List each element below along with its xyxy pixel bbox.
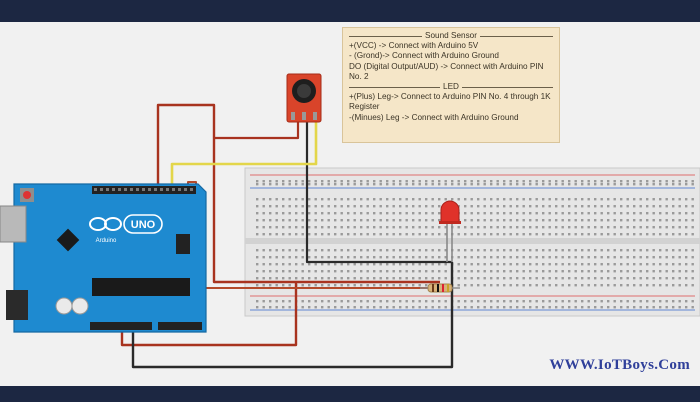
top-band (0, 0, 700, 22)
wire-5v-red (120, 282, 298, 347)
wire-do-yellow (170, 120, 318, 192)
bottom-band (0, 386, 700, 402)
wire-vcc-red (156, 103, 440, 284)
sound-sensor (286, 73, 322, 123)
board-model-label: UNO (131, 219, 156, 231)
watermark: WWW.IoTBoys.Com (549, 357, 690, 373)
led-header: LED (443, 82, 459, 92)
led-line-minus: -(Minues) Leg -> Connect with Arduino Gr… (349, 112, 519, 122)
led-header-row: LED (349, 82, 553, 92)
arduino-board: UNO Arduino (0, 183, 207, 333)
board-brand-label: Arduino (96, 238, 117, 244)
sensor-line-vcc: +(VCC) -> Connect with Arduino 5V (349, 41, 479, 51)
led-line-plus: +(Plus) Leg-> Connect to Arduino PIN No.… (349, 92, 551, 112)
sensor-header: Sound Sensor (425, 31, 477, 40)
wiring-note: Sound Sensor +(VCC) -> Connect with Ardu… (342, 27, 560, 143)
led-icon (439, 200, 461, 262)
arduino-logo-icon (89, 217, 122, 231)
wire-gnd-black (131, 262, 454, 369)
sensor-header-row: Sound Sensor (349, 31, 553, 41)
wire-sensor-gnd-black (305, 120, 452, 264)
wire-sensor-vcc (214, 120, 300, 140)
resistor-icon (420, 283, 460, 293)
sensor-line-do: DO (Digital Output/AUD) -> Connect with … (349, 61, 544, 81)
sensor-line-gnd: - (Grond)-> Connect with Arduino Ground (349, 51, 499, 61)
breadboard (244, 167, 700, 317)
